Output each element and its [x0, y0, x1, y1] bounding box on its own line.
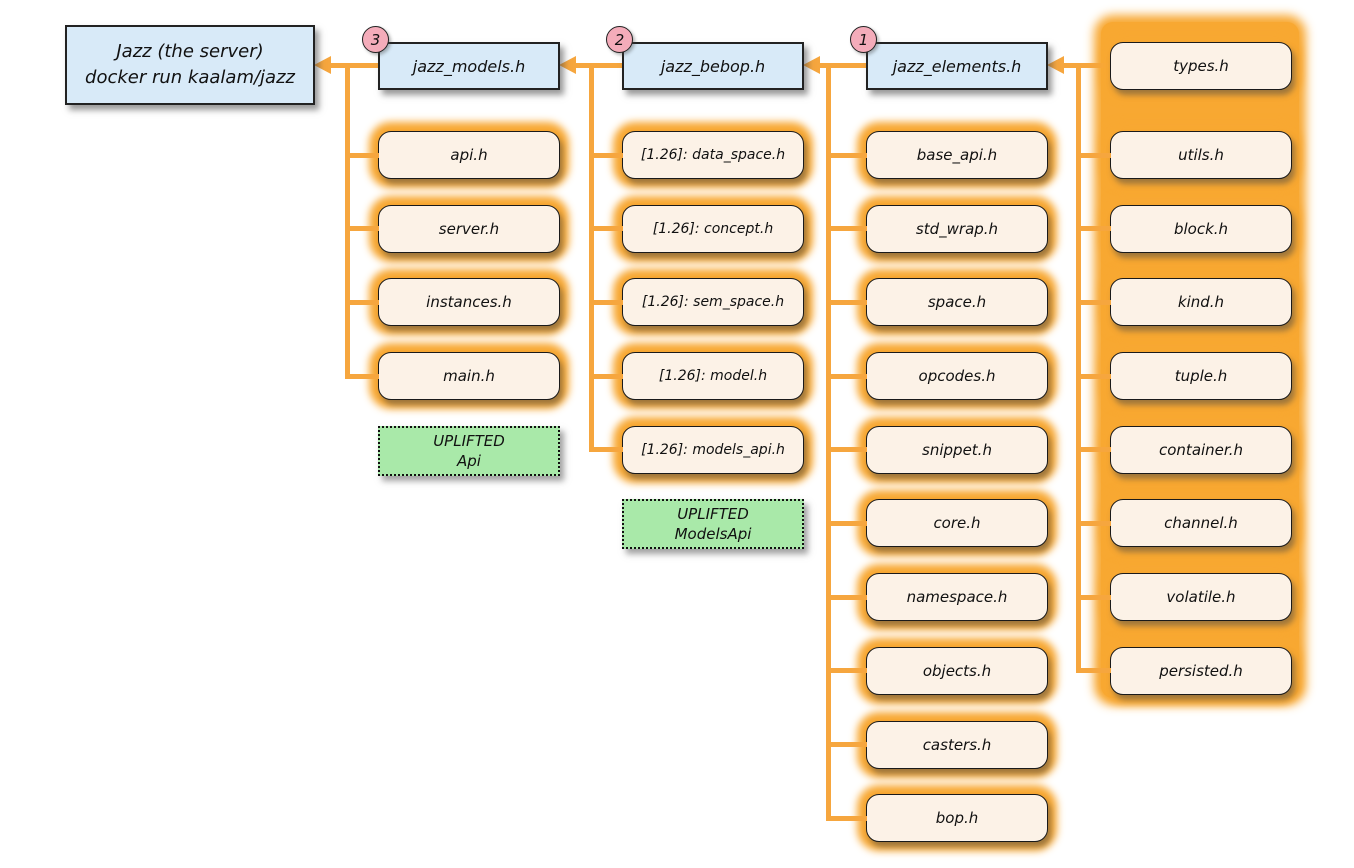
- node-std-wrap-h: std_wrap.h: [827, 204, 1048, 253]
- uplifted-modelsapi-box: UPLIFTED ModelsApi: [622, 499, 804, 550]
- node-opcodes-h: opcodes.h: [827, 352, 1048, 401]
- node-types-h: types.h: [1110, 42, 1292, 90]
- node-persisted-h: persisted.h: [1077, 646, 1292, 695]
- root-title: Jazz (the server): [116, 40, 264, 62]
- arrow-models-to-root: [330, 63, 378, 68]
- root-node-jazz-server: Jazz (the server) docker run kaalam/jazz: [65, 25, 315, 105]
- arrowhead-bebop-to-models-icon: [559, 56, 576, 74]
- order-badge-3: 3: [362, 26, 389, 53]
- header-jazz-elements-h: jazz_elements.h: [866, 42, 1048, 90]
- node-api-h: api.h: [346, 131, 560, 179]
- trunk-bebop-children: [589, 64, 594, 452]
- node-utils-h: utils.h: [1077, 131, 1292, 179]
- column-foundation-files: types.h utils.h block.h kind.h tuple.h c…: [1077, 42, 1292, 695]
- node-volatile-h: volatile.h: [1077, 573, 1292, 622]
- node-casters-h: casters.h: [827, 720, 1048, 769]
- arrowhead-models-to-root-icon: [314, 56, 331, 74]
- node-tuple-h: tuple.h: [1077, 352, 1292, 401]
- node-namespace-h: namespace.h: [827, 573, 1048, 622]
- order-badge-2: 2: [606, 26, 633, 53]
- arrow-foundation-to-elements: [1063, 63, 1110, 68]
- node-instances-h: instances.h: [346, 278, 560, 327]
- header-jazz-bebop-h: jazz_bebop.h: [622, 42, 804, 90]
- node-server-h: server.h: [346, 204, 560, 253]
- node-concept-h: [1.26]: concept.h: [590, 204, 804, 253]
- header-jazz-models-h: jazz_models.h: [378, 42, 560, 90]
- uplifted-api-box: UPLIFTED Api: [378, 425, 560, 476]
- node-snippet-h: snippet.h: [827, 425, 1048, 474]
- node-bop-h: bop.h: [827, 794, 1048, 843]
- node-main-h: main.h: [346, 352, 560, 401]
- trunk-foundation-children: [1076, 64, 1081, 673]
- node-channel-h: channel.h: [1077, 499, 1292, 548]
- root-subtitle: docker run kaalam/jazz: [85, 67, 295, 88]
- node-container-h: container.h: [1077, 425, 1292, 474]
- node-core-h: core.h: [827, 499, 1048, 548]
- node-model-h: [1.26]: model.h: [590, 352, 804, 401]
- order-badge-1: 1: [850, 26, 877, 53]
- node-sem-space-h: [1.26]: sem_space.h: [590, 278, 804, 327]
- arrowhead-elements-to-bebop-icon: [803, 56, 820, 74]
- node-kind-h: kind.h: [1077, 278, 1292, 327]
- uplifted-label: UPLIFTED: [433, 431, 505, 450]
- node-objects-h: objects.h: [827, 646, 1048, 695]
- arrow-elements-to-bebop: [819, 63, 866, 68]
- column-jazz-bebop-files: [1.26]: data_space.h [1.26]: concept.h […: [590, 131, 804, 550]
- trunk-models-children: [345, 64, 350, 379]
- uplifted-label: UPLIFTED: [677, 505, 749, 524]
- column-jazz-models-files: api.h server.h instances.h main.h UPLIFT…: [346, 131, 560, 476]
- uplifted-name: ModelsApi: [674, 525, 752, 544]
- node-data-space-h: [1.26]: data_space.h: [590, 131, 804, 179]
- column-jazz-elements-files: base_api.h std_wrap.h space.h opcodes.h …: [827, 131, 1048, 843]
- node-models-api-h: [1.26]: models_api.h: [590, 425, 804, 474]
- arrowhead-foundation-to-elements-icon: [1047, 56, 1064, 74]
- arrow-bebop-to-models: [575, 63, 622, 68]
- node-base-api-h: base_api.h: [827, 131, 1048, 179]
- node-block-h: block.h: [1077, 204, 1292, 253]
- uplifted-name: Api: [457, 451, 481, 470]
- node-space-h: space.h: [827, 278, 1048, 327]
- trunk-elements-children: [826, 64, 831, 821]
